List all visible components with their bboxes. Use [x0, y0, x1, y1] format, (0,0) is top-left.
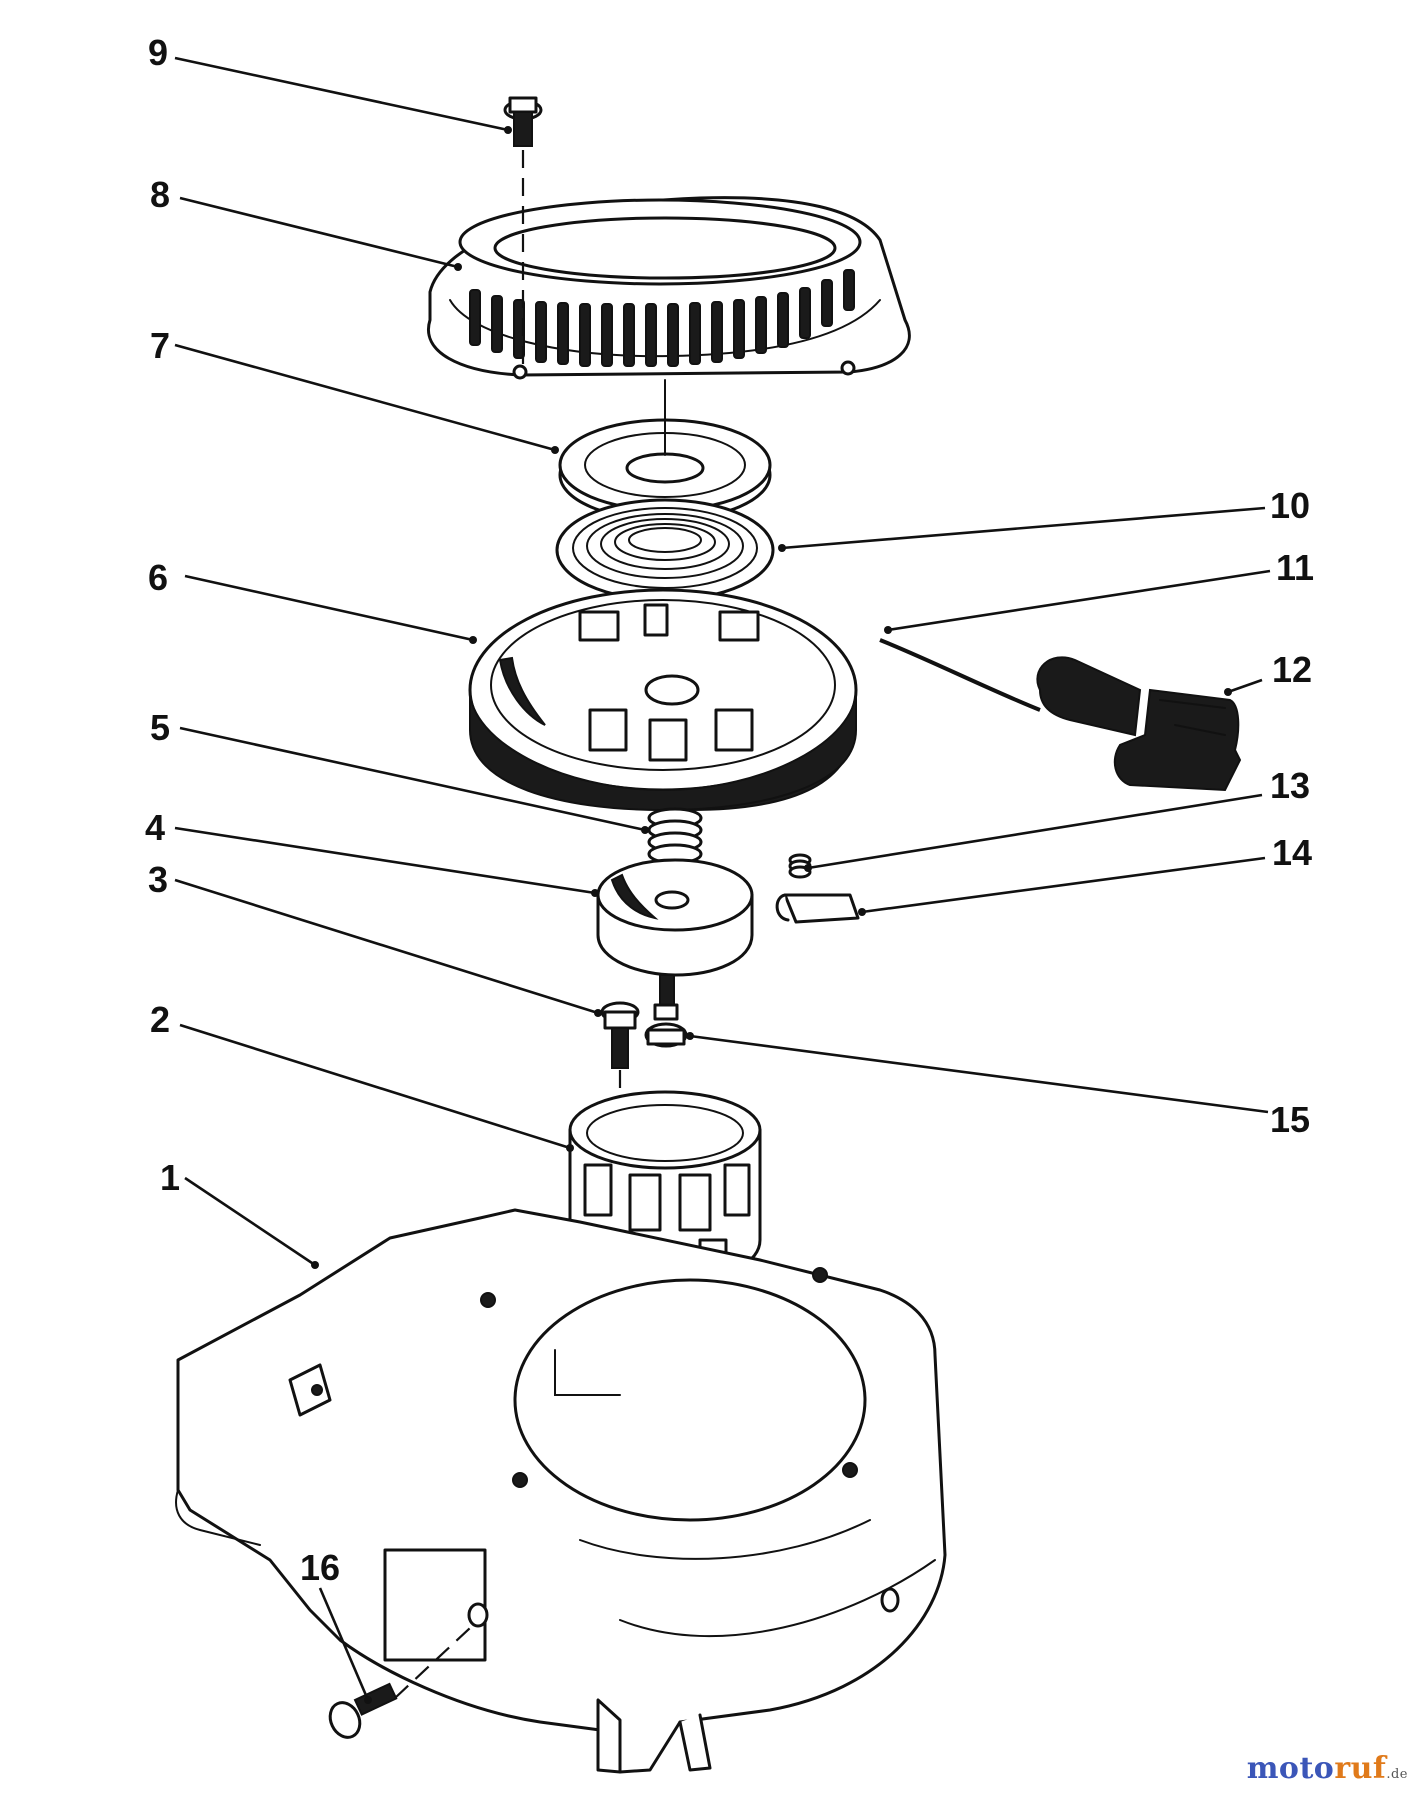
callout-8: 8 — [150, 174, 170, 215]
part-15-stud — [644, 974, 688, 1048]
part-11-starter-rope — [879, 638, 1041, 712]
watermark-logo: motoruf.de — [1247, 1751, 1408, 1786]
part-3-screw — [600, 1001, 640, 1110]
callout-5: 5 — [150, 707, 170, 748]
callout-leaders — [174, 56, 1271, 1704]
part-5-compression-spring — [647, 807, 703, 865]
callout-9: 9 — [148, 32, 168, 73]
callout-16: 16 — [300, 1547, 340, 1588]
watermark-part1: moto — [1246, 1751, 1335, 1786]
callout-1: 1 — [160, 1157, 180, 1198]
callout-14: 14 — [1272, 832, 1312, 873]
watermark-part2: ruf — [1334, 1751, 1387, 1786]
callout-6: 6 — [148, 557, 168, 598]
callout-4: 4 — [145, 807, 165, 848]
part-8-starter-cover — [427, 196, 911, 380]
callout-7: 7 — [150, 325, 170, 366]
callout-13: 13 — [1270, 765, 1310, 806]
part-10-recoil-spring — [555, 498, 775, 602]
callout-11: 11 — [1276, 547, 1314, 588]
callout-3: 3 — [148, 859, 168, 900]
callout-2: 2 — [150, 999, 170, 1040]
part-9-screw — [503, 96, 543, 370]
part-7-spring-cover — [558, 379, 772, 522]
callout-15: 15 — [1270, 1099, 1310, 1140]
part-12-starter-handle — [1036, 656, 1242, 792]
callout-10: 10 — [1270, 485, 1310, 526]
part-4-cam-cup — [596, 858, 754, 977]
watermark-suffix: .de — [1386, 1767, 1408, 1782]
part-1-blower-housing — [175, 1208, 947, 1774]
callout-12: 12 — [1272, 649, 1312, 690]
part-6-rope-pulley — [468, 588, 858, 812]
part-14-pawl — [775, 893, 860, 924]
callout-labels: 9 8 7 6 5 4 3 2 1 10 11 12 13 14 15 16 — [145, 32, 1314, 1588]
part-16-screw — [328, 1627, 471, 1739]
